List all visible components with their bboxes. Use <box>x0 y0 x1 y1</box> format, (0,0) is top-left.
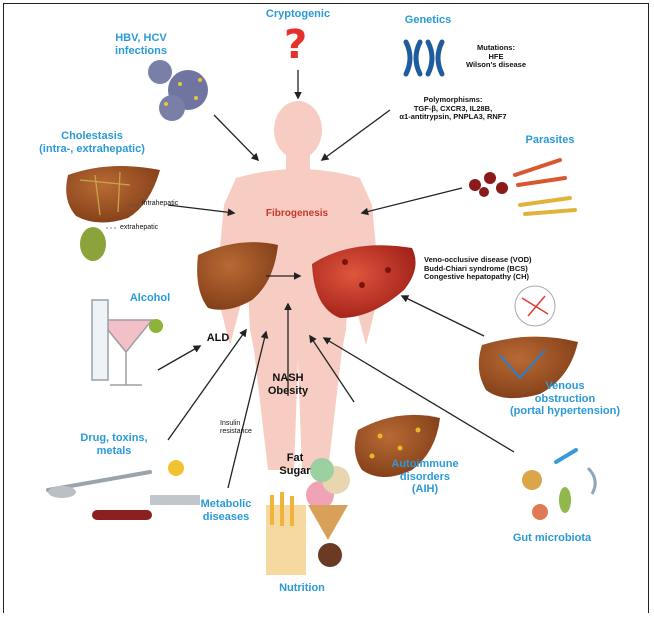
gallbladder <box>80 227 106 261</box>
label-parasites: Parasites <box>510 134 590 147</box>
fibrotic-nodule <box>385 267 391 273</box>
fibrotic-nodule <box>342 259 348 265</box>
dna-chromosome-icon <box>406 42 442 74</box>
fibrotic-nodule <box>359 282 365 288</box>
label-autoimmune: Autoimmune disorders (AIH) <box>380 458 470 496</box>
label-cryptogenic: Cryptogenic <box>248 8 348 21</box>
diseased-liver <box>312 245 416 318</box>
arrow-alcohol <box>158 346 200 370</box>
label-cholestasis: Cholestasis (intra-, extrahepatic) <box>22 130 162 155</box>
label-vascular-list: Veno-occlusive disease (VOD) Budd-Chiari… <box>424 256 564 282</box>
arrow-metabolic <box>228 332 266 488</box>
label-drug-toxins: Drug, toxins, metals <box>64 432 164 457</box>
arrow-venous <box>402 296 484 336</box>
label-nutrition: Nutrition <box>262 582 342 595</box>
arrow-parasites <box>362 188 462 213</box>
label-extrahepatic: extrahepatic <box>120 224 180 232</box>
label-gut-microbiota: Gut microbiota <box>502 532 602 545</box>
arrow-hbv <box>214 115 258 160</box>
alcohol-glasses-icon <box>92 300 163 385</box>
label-metabolic-diseases: Metabolic diseases <box>186 498 266 523</box>
label-genetics: Genetics <box>388 14 468 27</box>
label-alcohol: Alcohol <box>110 292 190 305</box>
label-ald: ALD <box>198 332 238 345</box>
label-fibrogenesis: Fibrogenesis <box>252 208 342 220</box>
gut-microbiota-icon <box>522 450 595 520</box>
label-insulin-resistance: Insulin resistance <box>220 420 280 436</box>
label-venous-obstruction: Venous obstruction (portal hypertension) <box>500 380 630 418</box>
virus-icon <box>148 60 208 121</box>
drug-toxins-icon <box>48 460 200 520</box>
label-nash-obesity: NASH Obesity <box>258 372 318 397</box>
label-intrahepatic: intrahepatic <box>142 200 202 208</box>
cholestasis-liver <box>66 166 160 223</box>
parasites-icon <box>469 160 575 214</box>
label-hbv-hcv: HBV, HCV infections <box>96 32 186 57</box>
question-mark-icon: ? <box>284 22 307 68</box>
label-fat-sugar: Fat Sugar <box>270 452 320 477</box>
label-genetics-polymorphisms: Polymorphisms: TGF-β, CXCR3, IL28B, α1-a… <box>378 96 528 122</box>
label-genetics-mutations: Mutations: HFE Wilson's disease <box>456 44 536 70</box>
